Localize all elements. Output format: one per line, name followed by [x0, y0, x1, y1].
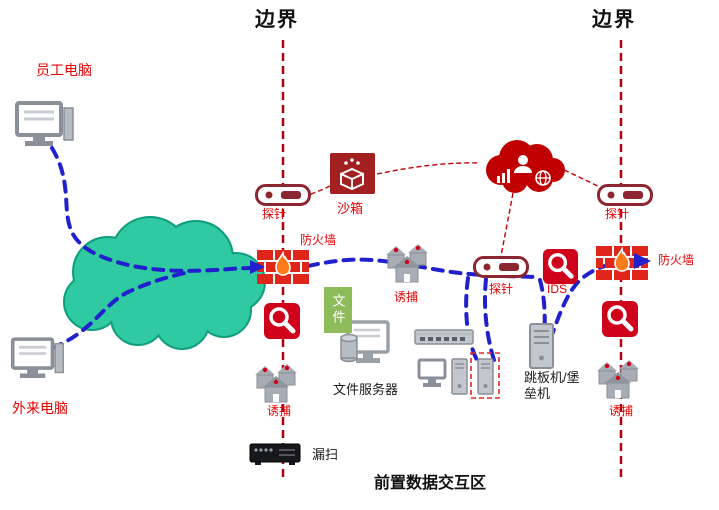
firewall-right-label: 防火墙 — [658, 253, 695, 267]
workstation-monitor-icon — [417, 358, 447, 394]
jump-server-label: 跳板机/堡垒机 — [524, 370, 580, 401]
probe-right-label: 探针 — [605, 207, 630, 221]
sandbox-label: 沙箱 — [337, 201, 364, 216]
external-computer-icon — [10, 336, 66, 382]
scanner-right-magnifier-icon — [601, 300, 639, 338]
decoy-right-label: 诱捕 — [609, 404, 634, 418]
firewall-left-label: 防火墙 — [300, 233, 337, 247]
vuln-scanner-icon — [249, 441, 301, 467]
boundary-right-label: 边界 — [592, 9, 636, 31]
employee-computer-icon — [14, 100, 76, 150]
decoy-top-icon — [383, 240, 433, 284]
ids-label: IDS — [547, 282, 568, 296]
decoy-right-icon — [594, 356, 644, 400]
sandbox-icon — [329, 152, 376, 195]
probe-left-icon — [255, 184, 311, 206]
ids-magnifier-icon — [542, 248, 579, 285]
probe-right-icon — [597, 184, 653, 206]
file-server-label: 文件服务器 — [333, 382, 399, 397]
employee-pc-label: 员工电脑 — [36, 62, 92, 78]
firewall-right-icon — [596, 244, 648, 282]
internet-cloud-icon — [63, 216, 266, 350]
chart-glyph — [497, 176, 500, 183]
probe-mid-label: 探针 — [489, 282, 514, 296]
scanner-left-magnifier-icon — [263, 302, 301, 340]
decoy-top-label: 诱捕 — [394, 290, 419, 304]
threat-intel-cloud-icon — [477, 136, 569, 194]
decoy-bottom-left-icon — [252, 360, 302, 404]
firewall-left-icon — [257, 248, 309, 286]
network-switch-icon — [414, 326, 474, 348]
vuln-scan-label: 漏扫 — [312, 447, 339, 462]
probe-mid-icon — [473, 256, 529, 278]
external-pc-label: 外来电脑 — [12, 400, 68, 416]
analyst-person-glyph — [518, 155, 528, 165]
zone-label: 前置数据交互区 — [374, 475, 487, 492]
file-box: 文件 — [324, 287, 352, 333]
compromised-tower-icon — [477, 358, 494, 395]
boundary-left-label: 边界 — [255, 9, 299, 31]
database-cylinder-icon — [339, 332, 359, 364]
workstation-tower-icon — [451, 358, 468, 395]
decoy-bottom-left-label: 诱捕 — [267, 404, 292, 418]
probe-left-label: 探针 — [262, 207, 287, 221]
jump-server-icon — [528, 322, 555, 370]
